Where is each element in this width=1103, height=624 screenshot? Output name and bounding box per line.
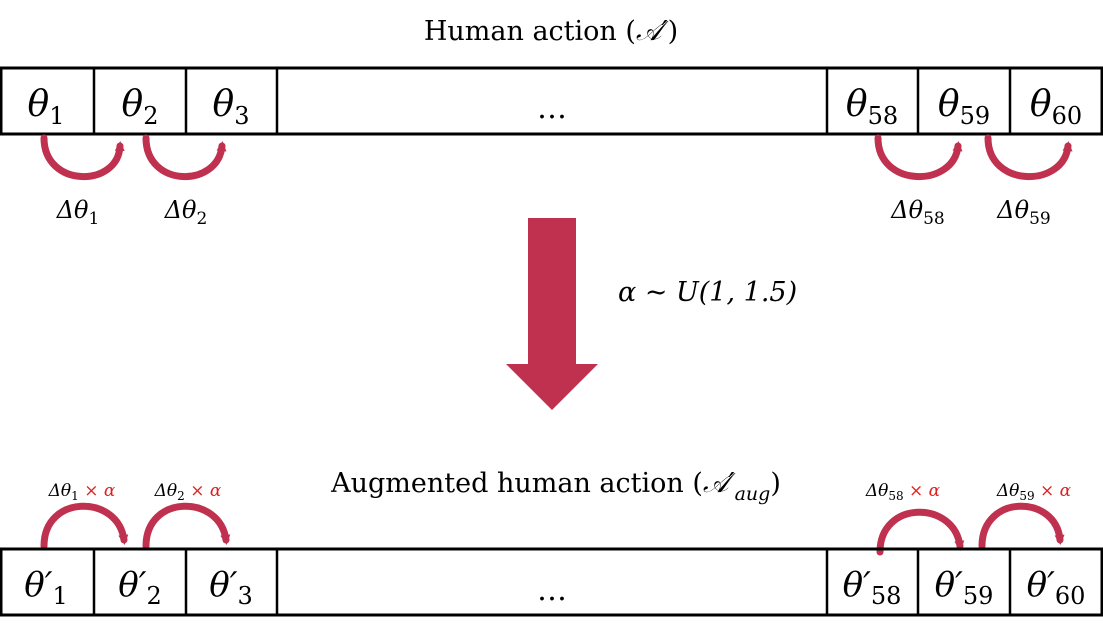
delta-arrow-1	[40, 134, 125, 181]
augmented-delta-arrows	[40, 502, 1065, 556]
delta-label-58: Δθ58	[890, 196, 944, 229]
cell-ellipsis: …	[537, 91, 567, 126]
delta-label-1: Δθ1	[56, 196, 100, 229]
aug-delta-label-2: Δθ2 × α	[154, 481, 222, 503]
delta-label-2: Δθ2	[164, 196, 208, 229]
cell-theta-prime-58: θ′58	[843, 565, 902, 610]
augmented-action-sequence: θ′1 θ′2 θ′3 … θ′58 θ′59 θ′60	[0, 547, 1103, 617]
augmented-delta-labels: Δθ1 × α Δθ2 × α Δθ58 × α Δθ59 × α	[48, 481, 1072, 503]
aug-delta-arrow-59	[978, 502, 1065, 550]
human-delta-labels: Δθ1 Δθ2 Δθ58 Δθ59	[56, 196, 1051, 229]
aug-delta-label-1: Δθ1 × α	[48, 481, 116, 503]
human-action-title: Human action (𝒜′)	[424, 16, 678, 47]
augmentation-down-arrow	[506, 218, 598, 410]
cell-theta-prime-59: θ′59	[935, 565, 994, 610]
scaling-distribution-formula: α ~ U(1, 1.5)	[618, 277, 797, 308]
delta-arrow-58	[874, 134, 963, 181]
cell-theta-prime-3: θ′3	[209, 565, 252, 610]
aug-delta-arrow-1	[40, 502, 129, 550]
cell-theta-2: θ2	[122, 84, 159, 130]
human-delta-arrows	[40, 134, 1073, 181]
cell-theta-prime-2: θ′2	[118, 565, 161, 610]
cell-theta-prime-1: θ′1	[24, 565, 67, 610]
cell-theta-60: θ60	[1030, 84, 1082, 130]
delta-label-59: Δθ59	[996, 196, 1050, 229]
augmented-action-title: Augmented human action (𝒜′aug)	[330, 468, 781, 505]
cell-theta-59: θ59	[938, 84, 990, 130]
cell-theta-prime-60: θ′60	[1027, 565, 1086, 610]
cell-ellipsis-aug: …	[537, 573, 567, 608]
human-action-sequence: θ1 θ2 θ3 … θ58 θ59 θ60	[0, 66, 1103, 136]
cell-theta-3: θ3	[213, 84, 250, 130]
delta-arrow-59	[984, 134, 1073, 181]
aug-delta-label-59: Δθ59 × α	[996, 481, 1072, 503]
aug-delta-arrow-58	[876, 508, 965, 556]
cell-theta-58: θ58	[846, 84, 898, 130]
aug-delta-label-58: Δθ58 × α	[865, 481, 941, 503]
delta-arrow-2	[142, 134, 227, 181]
cell-theta-1: θ1	[28, 84, 65, 130]
aug-delta-arrow-2	[142, 502, 231, 550]
